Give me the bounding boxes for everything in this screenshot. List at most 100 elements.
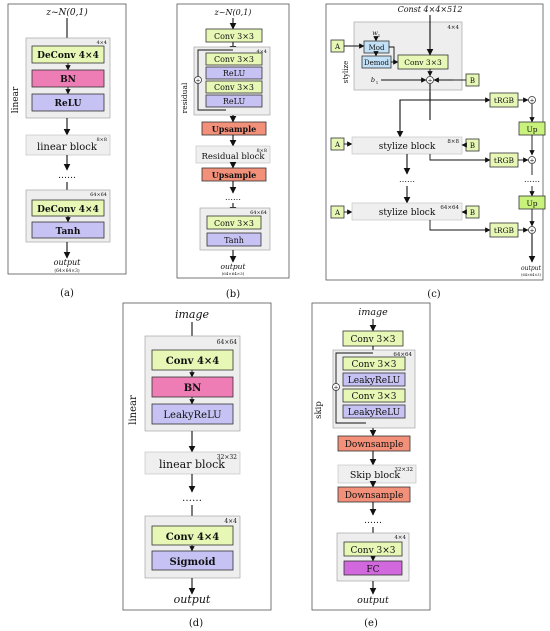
- panel-d-conv2-label: Conv 4×4: [166, 532, 220, 543]
- panel-a-side-label: linear: [11, 86, 21, 113]
- panel-b-side-label: residual: [180, 82, 189, 113]
- panel-c-res-8x8: 8×8: [447, 139, 459, 145]
- panel-d-lrelu-box: [151, 403, 234, 425]
- panel-e-lrelu2-label: LeakyReLU: [348, 408, 401, 418]
- panel-b-res-4x4: 4×4: [256, 49, 267, 55]
- panel-a-deconv-label: DeConv 4×4: [37, 51, 99, 61]
- panel-b-conv2-label: Conv 3×3: [214, 83, 254, 92]
- panel-c-output-dim: (64×64×3): [521, 273, 541, 277]
- panel-c-b-label-1: B: [470, 77, 475, 85]
- panel-d-bn-box: [151, 376, 234, 398]
- panel-a-relu-box: [31, 93, 105, 112]
- panel-e-fc-label: FC: [366, 565, 379, 575]
- panel-a-bn-label: BN: [60, 75, 76, 85]
- panel-c-add1-plus: +: [427, 78, 432, 85]
- panel-c-trgb2-label: tRGB: [494, 156, 515, 165]
- panel-b-input: z~N(0,1): [214, 8, 252, 17]
- panel-c-trgb-add3-icon: [528, 226, 536, 234]
- panel-e-conv1-label: Conv 3×3: [351, 360, 396, 370]
- panel-d-res-32x32: 32×32: [217, 454, 237, 461]
- panel-c-dots-1: ……: [399, 175, 415, 184]
- panel-a-res-64x64: 64×64: [90, 192, 107, 198]
- panel-c-w1: w: [372, 29, 378, 37]
- panel-b-res-8x8: 8×8: [256, 148, 267, 154]
- panel-b-upsample2-label: Upsample: [212, 170, 256, 180]
- panel-d-sigmoid-label: Sigmoid: [169, 557, 215, 568]
- panel-a: z~N(0,1) 4×4 linear DeConv 4×4 BN ReLU 8…: [7, 3, 127, 299]
- panel-c-trgb-add2-icon: [528, 156, 536, 164]
- panel-a-tanh-box: [31, 221, 105, 239]
- panel-c-side-label: stylize: [342, 61, 350, 84]
- panel-c-dots-2: ……: [524, 175, 540, 184]
- panel-e-conv2-label: Conv 3×3: [351, 392, 396, 402]
- panel-b-upsample1-box: [201, 121, 267, 136]
- panel-d-conv-label: Conv 4×4: [166, 356, 220, 367]
- panel-e-skip-block: [337, 464, 417, 484]
- panel-c-trgb-add1-icon: [528, 96, 536, 104]
- panel-d-sigmoid-box: [151, 550, 234, 571]
- panel-d-res-4x4: 4×4: [224, 518, 237, 525]
- panel-c-res-4x4: 4×4: [447, 25, 459, 31]
- panel-c-const: Const 4×4×512: [398, 5, 463, 14]
- panel-c-a3-label: A: [334, 209, 341, 217]
- panel-e-skip-add-icon: [332, 383, 340, 391]
- panel-e-downsample1-box: [337, 435, 411, 452]
- panel-e: image Conv 3×3 64×64 skip Conv 3×3 Leaky…: [311, 302, 431, 629]
- panel-e-conv2-box: [342, 388, 406, 403]
- panel-c-stylize-block-2-label: stylize block: [379, 208, 436, 218]
- panel-b-relu1-box: [205, 66, 263, 80]
- panel-c-mod-label: Mod: [369, 44, 385, 52]
- panel-d-lrelu-label: LeakyReLU: [163, 410, 221, 421]
- panel-b-output-dim: (64×64×3): [222, 271, 245, 276]
- panel-d-bn-label: BN: [184, 383, 202, 394]
- panel-d-side-label: linear: [128, 395, 139, 425]
- panel-c-res-64x64: 64×64: [440, 205, 459, 211]
- panel-a-res-4x4: 4×4: [96, 40, 107, 46]
- panel-c-up1-label: Up: [526, 125, 537, 134]
- panel-e-conv1-box: [342, 356, 406, 371]
- panel-e-input: image: [358, 307, 388, 318]
- panel-a-tanh-label: Tanh: [56, 227, 81, 237]
- panel-b-residual-block-label: Residual block: [201, 152, 265, 162]
- panel-b-upsample2-box: [201, 167, 267, 182]
- panel-c-a2-label: A: [334, 141, 341, 149]
- panel-a-linear-block-label: linear block: [37, 142, 98, 153]
- panel-e-downsample1-label: Downsample: [345, 440, 404, 450]
- panel-c-plus-r1: +: [529, 98, 534, 105]
- panel-c-w1-sub: 1: [378, 33, 381, 38]
- panel-b-conv-top-label: Conv 3×3: [214, 32, 254, 41]
- panel-c-output: output: [521, 265, 542, 272]
- panel-b-conv-last-label: Conv 3×3: [214, 219, 254, 228]
- panel-b: z~N(0,1) Conv 3×3 4×4 residual Conv 3×3 …: [176, 3, 290, 300]
- panel-e-fc-box: [343, 560, 403, 576]
- caption-d: (d): [189, 618, 203, 629]
- panel-b-conv2-box: [205, 80, 263, 94]
- panel-c-conv-box: [397, 54, 449, 70]
- panel-e-res-32x32: 32×32: [394, 467, 413, 473]
- panel-e-side-label: skip: [314, 401, 324, 419]
- panel-a-input: z~N(0,1): [45, 7, 88, 18]
- panel-c: Const 4×4×512 4×4 stylize A w 1 Mod Demo…: [325, 3, 546, 300]
- panel-e-output: output: [357, 595, 389, 606]
- panel-c-b-label-2: B: [470, 142, 475, 150]
- panel-e-skip-block-label: Skip block: [350, 470, 401, 481]
- panel-e-conv-top-label: Conv 3×3: [350, 335, 395, 345]
- panel-b-relu2-label: ReLU: [223, 97, 246, 106]
- panel-c-b1-sub: 1: [376, 80, 379, 85]
- panel-c-a1-label: A: [334, 43, 341, 51]
- panel-c-up2-label: Up: [526, 199, 537, 208]
- panel-e-lrelu1-box: [342, 372, 406, 387]
- panel-d-input: image: [175, 308, 210, 321]
- panel-e-res-64x64: 64×64: [393, 352, 412, 358]
- panel-e-res-4x4: 4×4: [394, 535, 406, 541]
- panel-d-linear-block-label: linear block: [159, 458, 225, 471]
- panel-b-conv-top-box: [205, 28, 263, 43]
- panel-d-dots: ……: [182, 493, 202, 504]
- panel-b-dots: ……: [225, 193, 241, 202]
- panel-b-conv1-label: Conv 3×3: [214, 55, 254, 64]
- panel-a-linear-block: [25, 134, 111, 156]
- panel-a-output: output: [54, 258, 81, 267]
- panel-e-conv-last-label: Conv 3×3: [350, 546, 395, 556]
- panel-b-conv1-box: [205, 52, 263, 66]
